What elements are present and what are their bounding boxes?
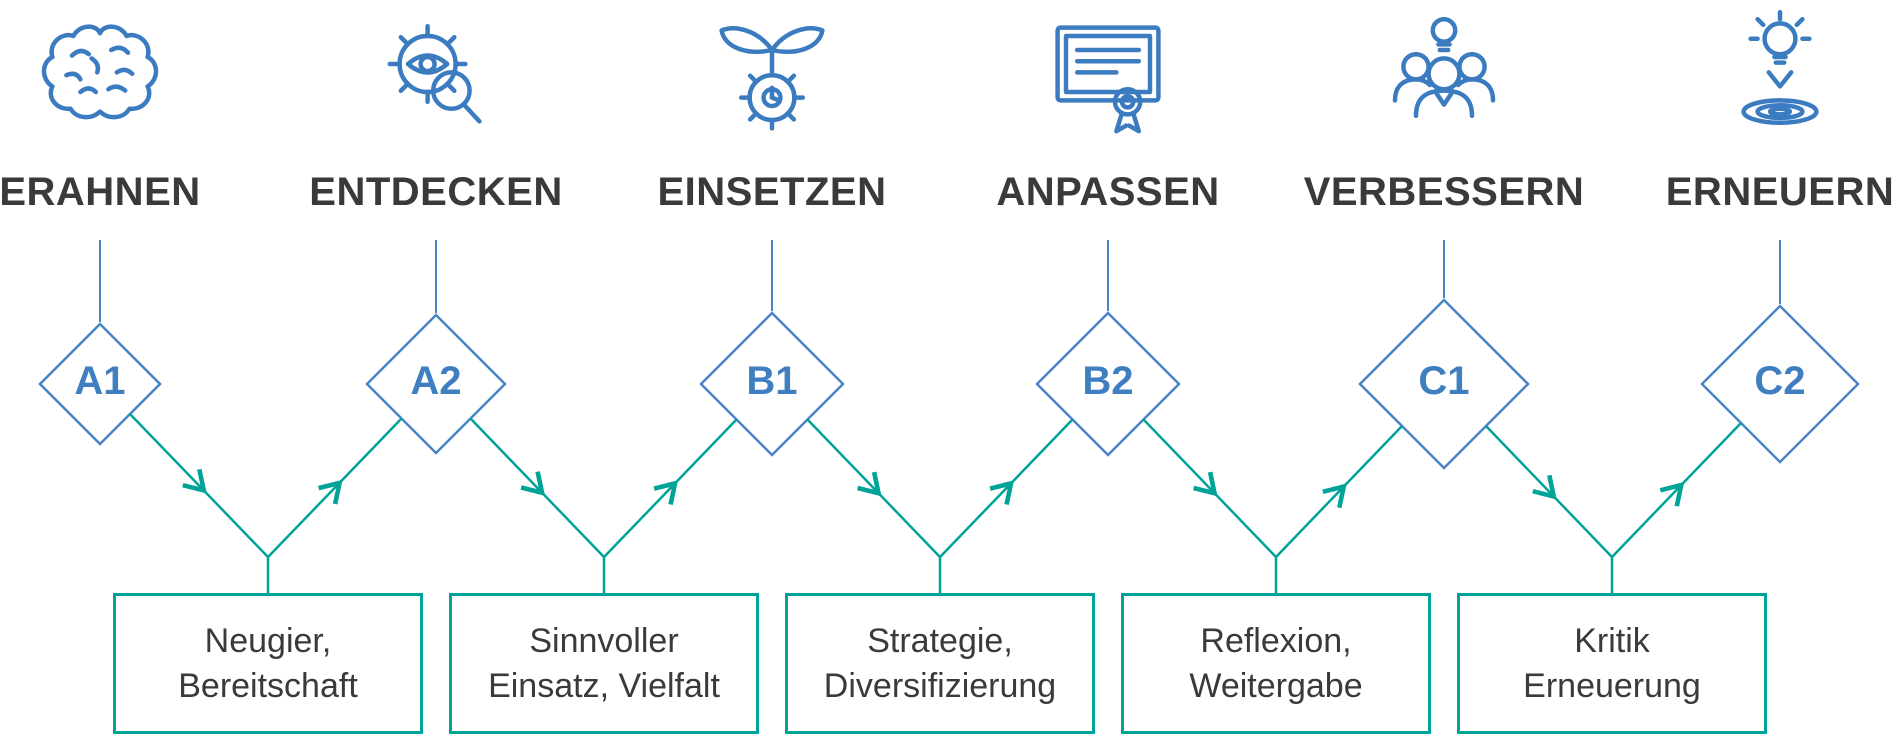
flow-path [469,417,605,558]
value-box-3-line2: Diversifizierung [823,666,1057,705]
certificate-icon [1038,8,1178,148]
level-diamonds [38,298,1860,470]
value-box-2-line2: Einsatz, Vielfalt [488,666,720,705]
sprout-gear-icon [702,8,842,148]
flow-path [129,413,269,558]
stage-title-erahnen: ERAHNEN [0,170,201,214]
value-box-1: Neugier, Bereitschaft [113,593,423,734]
value-box-4-line1: Reflexion, [1200,621,1352,660]
value-box-1-line2: Bereitschaft [178,666,358,705]
value-box-2-line1: Sinnvoller [529,621,679,660]
stage-title-entdecken: ENTDECKEN [309,170,563,214]
value-box-5-line1: Kritik [1574,621,1650,660]
stage-title-anpassen: ANPASSEN [996,170,1220,214]
value-box-4-line2: Weitergabe [1189,666,1363,705]
level-label-b1: B1 [746,359,798,403]
flow-path [1275,425,1403,558]
flow-path [806,418,941,558]
value-box-5-line2: Erneuerung [1523,666,1701,705]
team-idea-icon [1374,8,1514,148]
flow-path [939,418,1074,558]
value-box-4: Reflexion, Weitergabe [1121,593,1431,734]
flow-path [267,417,403,558]
level-label-c2: C2 [1754,359,1806,403]
gear-eye-magnifier-icon [366,8,506,148]
brain-icon [30,8,170,148]
value-box-3-line1: Strategie, [867,621,1013,660]
flow-path [603,418,738,558]
innovation-target-icon [1710,8,1850,148]
level-label-a2: A2 [410,359,462,403]
title-to-diamond-connectors [99,240,1781,322]
stage-title-erneuern: ERNEUERN [1665,170,1895,214]
stage-title-verbessern: VERBESSERN [1303,170,1585,214]
value-box-5: Kritik Erneuerung [1457,593,1767,734]
flow-zigzag [129,413,1742,593]
value-box-2: Sinnvoller Einsatz, Vielfalt [449,593,759,734]
flow-path [1142,418,1277,558]
level-label-a1: A1 [74,359,126,403]
flow-path [1611,422,1742,558]
level-label-b2: B2 [1082,359,1134,403]
flow-path [1485,425,1613,558]
level-label-c1: C1 [1418,359,1470,403]
value-box-1-line1: Neugier, [204,621,332,660]
value-box-3: Strategie, Diversifizierung [785,593,1095,734]
stage-title-einsetzen: EINSETZEN [657,170,887,214]
